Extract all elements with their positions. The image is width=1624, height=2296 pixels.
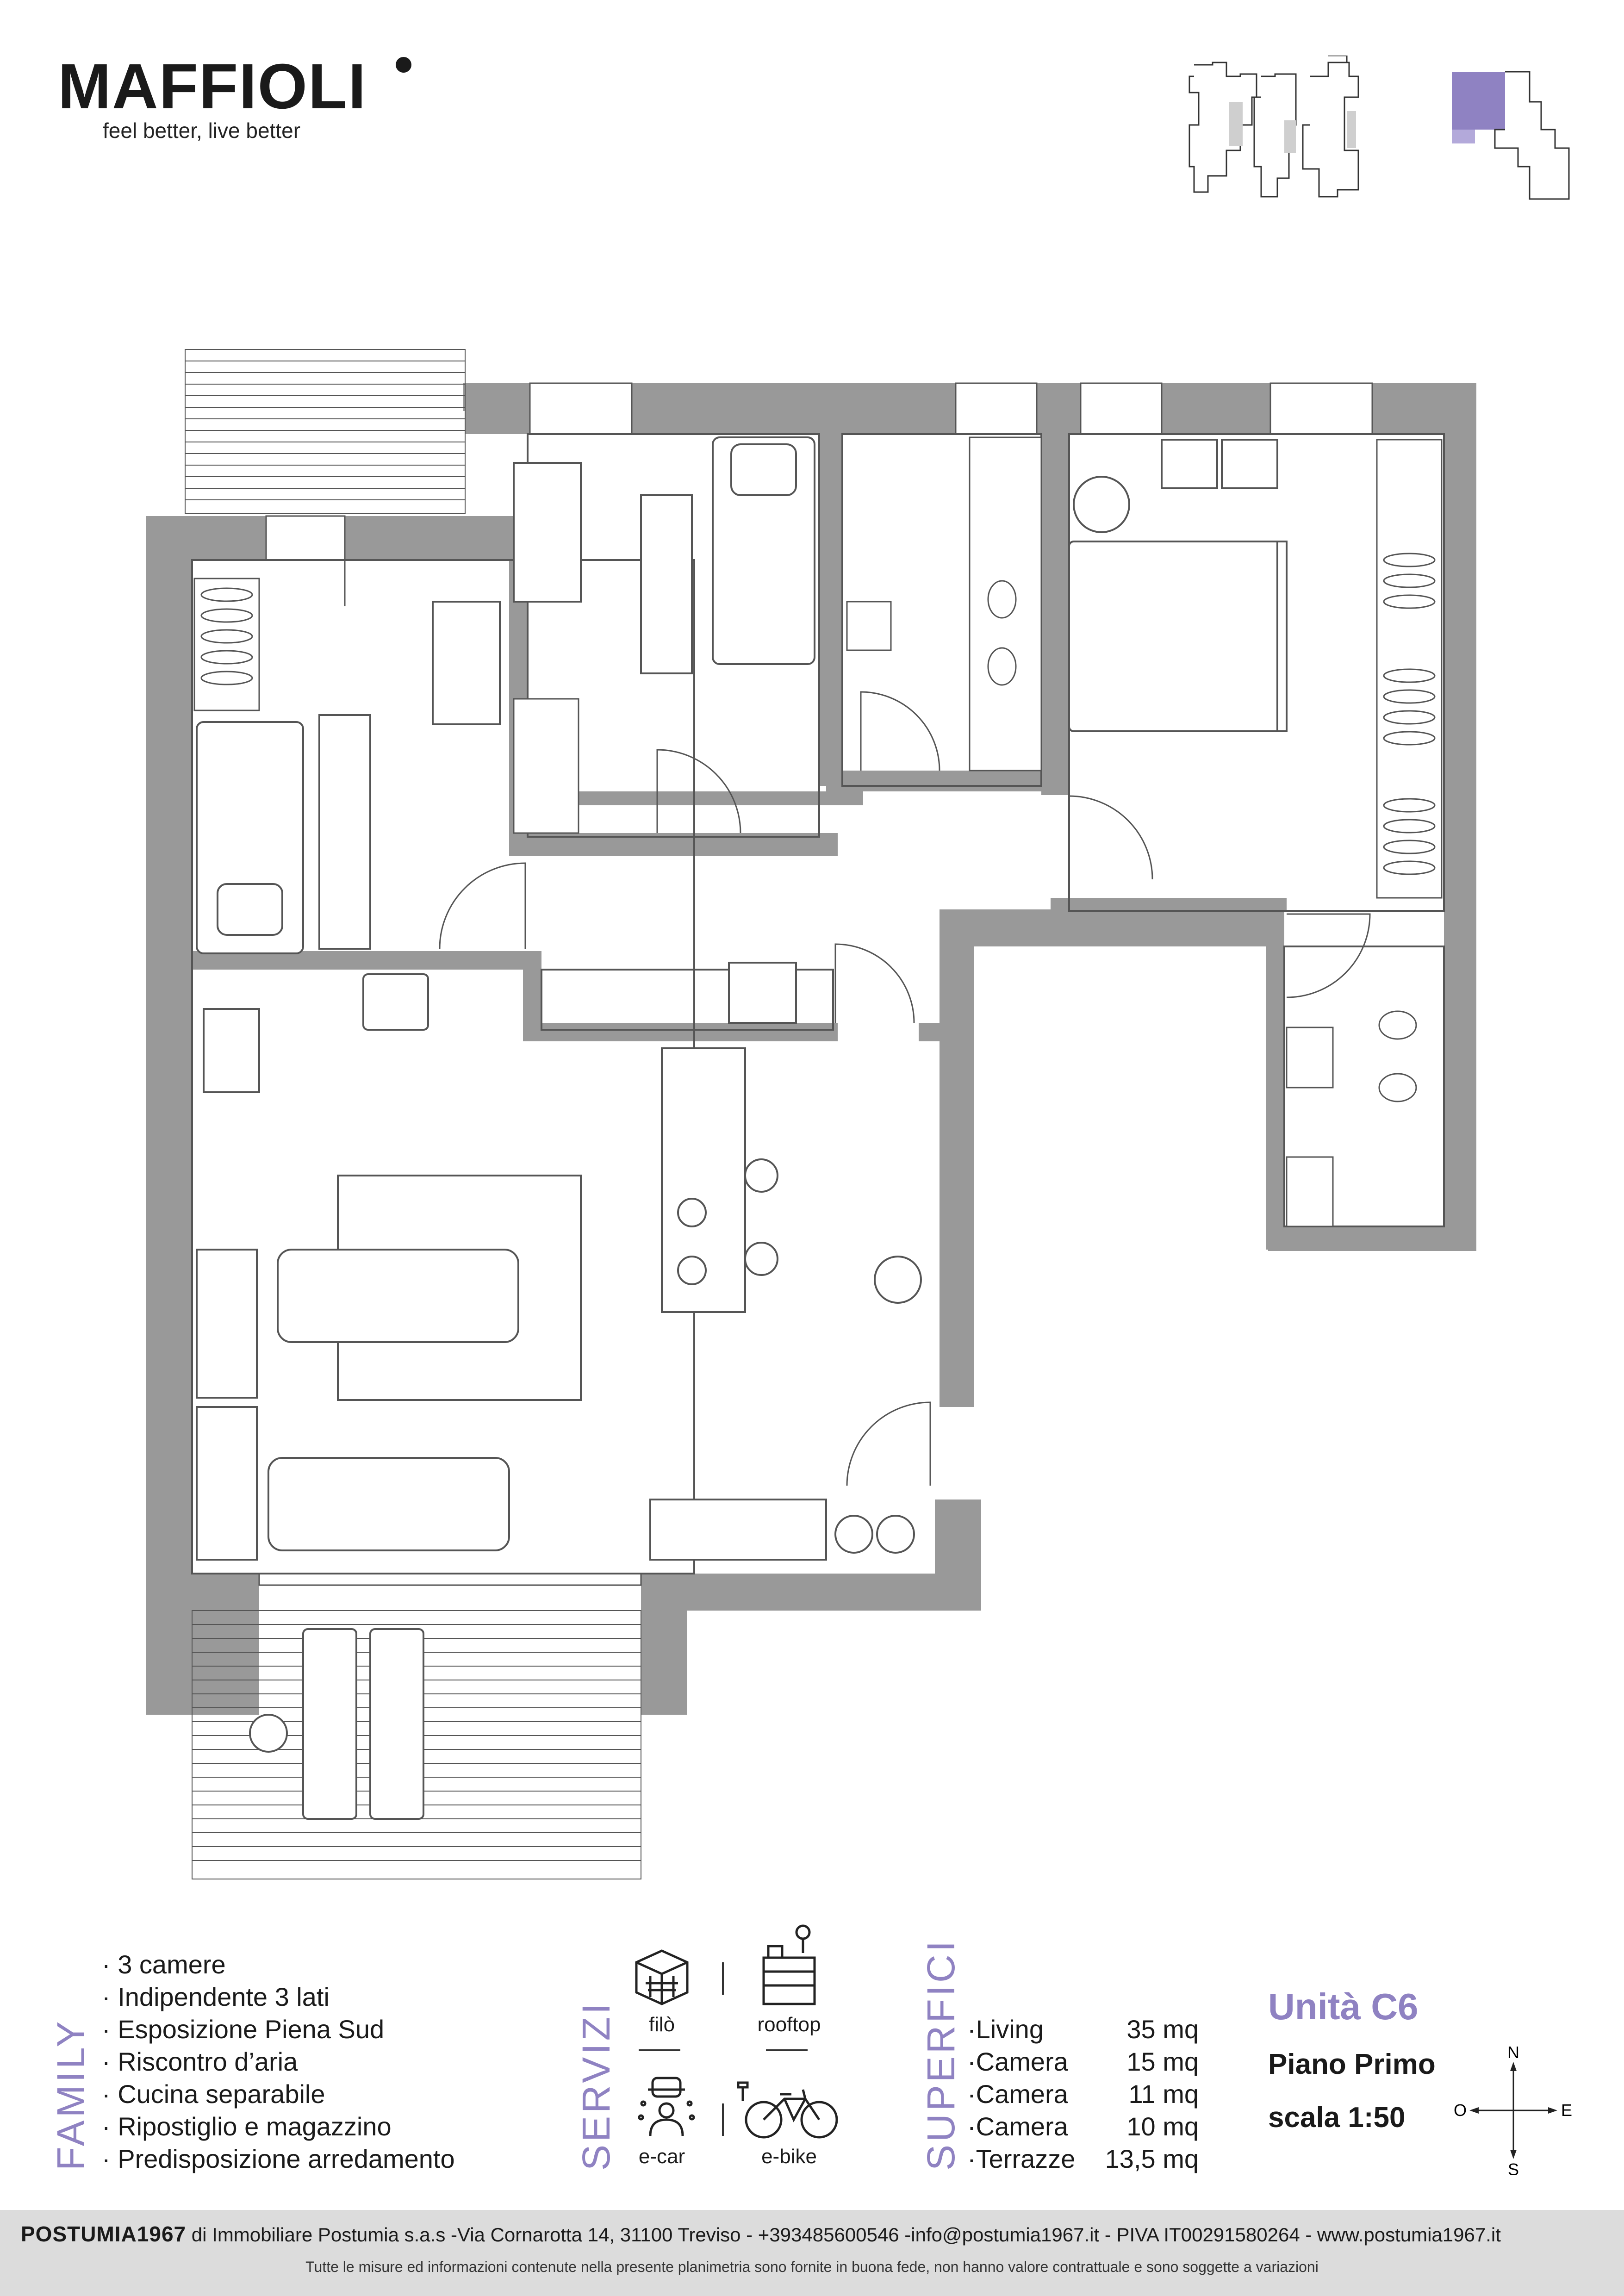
e-car-label: e-car: [638, 2145, 685, 2168]
rooftop-icon: [762, 1924, 816, 2005]
family-heading: FAMILY: [49, 2018, 93, 2171]
feature-item: Ripostiglio e magazzino: [102, 2110, 455, 2143]
superficie-row: Camera 10 mq: [967, 2110, 1199, 2143]
superficie-value: 35 mq: [1126, 2015, 1199, 2044]
feature-item: 3 camere: [102, 1948, 455, 1981]
feature-item: Riscontro d’aria: [102, 2046, 455, 2078]
superficie-row: Camera 11 mq: [967, 2078, 1199, 2110]
superficie-value: 15 mq: [1126, 2047, 1199, 2076]
superficie-label: Camera: [976, 2047, 1068, 2076]
footer-contact: POSTUMIA1967 di Immobiliare Postumia s.a…: [21, 2221, 1501, 2246]
filo-icon: [635, 1949, 689, 2005]
footer-disclaimer: Tutte le misure ed informazioni contenut…: [305, 2259, 1319, 2275]
rooftop-label: rooftop: [757, 2013, 821, 2036]
unit-title: Unità C6: [1268, 1986, 1419, 2027]
divider: [722, 1962, 724, 1995]
superficie-label: Living: [976, 2015, 1044, 2044]
superficie-value: 11 mq: [1128, 2079, 1199, 2109]
superficie-label: Camera: [976, 2079, 1068, 2109]
superfici-heading: SUPERFICI: [919, 1938, 963, 2171]
brand-tagline: feel better, live better: [103, 118, 301, 143]
superficie-label: Terrazze: [976, 2144, 1076, 2173]
footer-address: di Immobiliare Postumia s.a.s -Via Corna…: [191, 2224, 1501, 2246]
superficie-label: Camera: [976, 2112, 1068, 2141]
superficie-value: 10 mq: [1126, 2112, 1199, 2141]
e-car-icon: [638, 2077, 695, 2136]
family-features: 3 camere Indipendente 3 lati Esposizione…: [102, 1948, 455, 2175]
building-key-map: [1188, 56, 1570, 200]
feature-item: Esposizione Piena Sud: [102, 2013, 455, 2046]
feature-item: Predisposizione arredamento: [102, 2143, 454, 2175]
compass-south: S: [1508, 2160, 1519, 2175]
floor-plan: [146, 349, 1476, 1879]
unit-scale: scala 1:50: [1268, 2102, 1406, 2134]
superficie-row: Terrazze 13,5 mq: [967, 2143, 1199, 2175]
filo-label: filò: [648, 2013, 675, 2036]
feature-item: Indipendente 3 lati: [102, 1981, 455, 2013]
compass-east: E: [1561, 2101, 1572, 2120]
divider: [722, 2103, 724, 2136]
divider: [639, 2049, 680, 2051]
e-bike-icon: [737, 2081, 838, 2139]
e-bike-label: e-bike: [761, 2145, 817, 2168]
footer: [0, 2210, 1624, 2296]
superficie-value: 13,5 mq: [1105, 2144, 1199, 2173]
divider: [766, 2049, 808, 2051]
compass-north: N: [1507, 2046, 1519, 2062]
compass-rose: N S O E: [1454, 2046, 1572, 2175]
superficie-row: Camera 15 mq: [967, 2046, 1199, 2078]
superficie-row: Living 35 mq: [967, 2013, 1199, 2046]
unit-floor: Piano Primo: [1268, 2048, 1436, 2080]
footer-brand: POSTUMIA1967: [21, 2222, 187, 2246]
logo-dot: [396, 57, 411, 73]
feature-item: Cucina separabile: [102, 2078, 455, 2110]
brand-logo: MAFFIOLI: [58, 51, 367, 122]
compass-west: O: [1454, 2101, 1467, 2120]
superfici-list: Living 35 mq Camera 15 mq Camera 11 mq Came…: [967, 2013, 1199, 2175]
